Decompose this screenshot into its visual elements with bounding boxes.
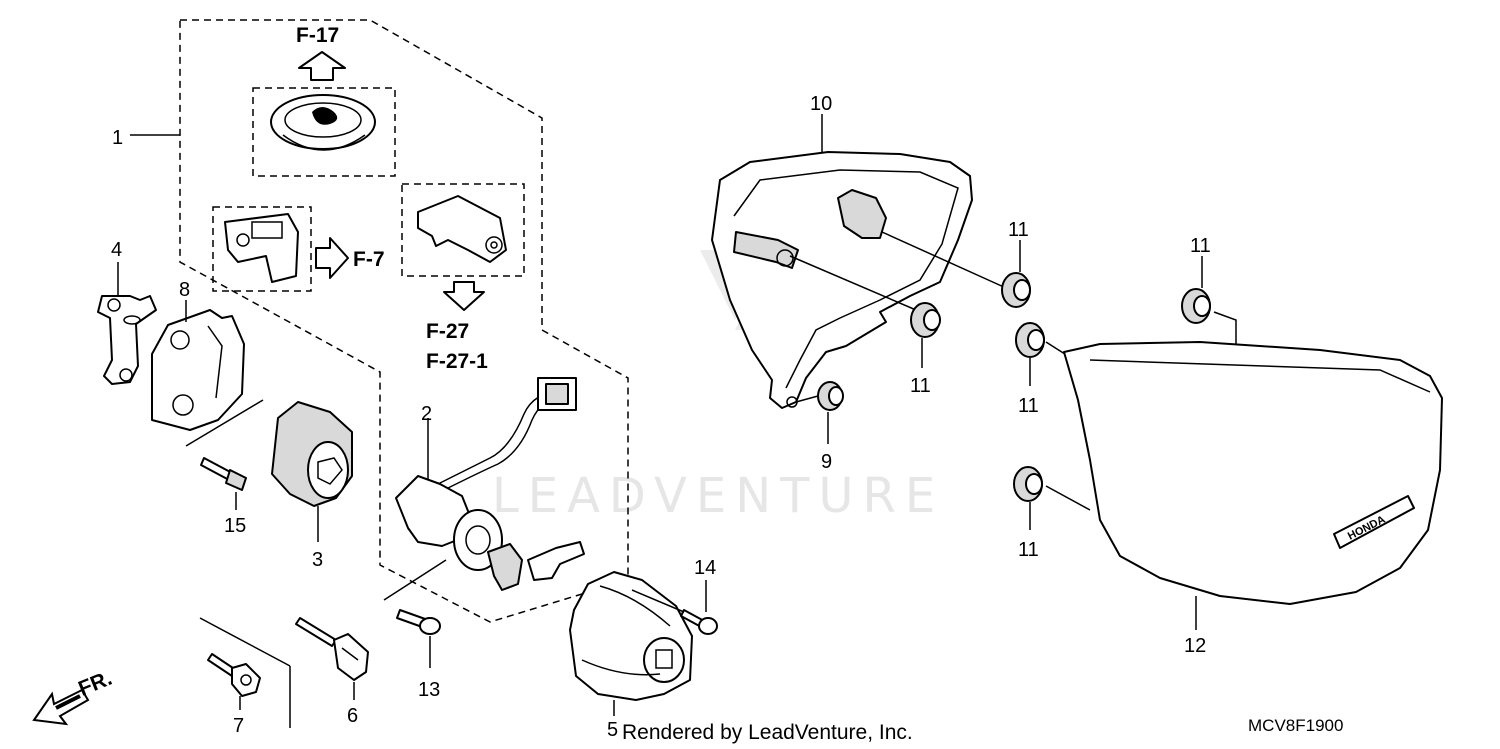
callout-14: 14 bbox=[694, 557, 716, 579]
part-4-bracket bbox=[97, 295, 157, 385]
callout-11-d: 11 bbox=[1190, 235, 1211, 257]
watermark-text: LEADVENTURE bbox=[492, 468, 944, 524]
callout-11-c: 11 bbox=[1018, 395, 1039, 417]
callout-11-b: 11 bbox=[1008, 219, 1029, 241]
ref-f17: F-17 bbox=[296, 24, 339, 47]
callout-9: 9 bbox=[821, 451, 832, 473]
callout-11-e: 11 bbox=[1018, 539, 1039, 561]
arrow-right-f7 bbox=[315, 237, 349, 279]
part-11-grommet-a bbox=[910, 302, 941, 338]
part-11-grommet-e bbox=[1013, 466, 1043, 502]
part-6-key bbox=[295, 617, 369, 681]
arrow-down-f27 bbox=[443, 281, 485, 311]
part-11-grommet-d bbox=[1181, 288, 1211, 324]
part-5-cover bbox=[569, 571, 693, 701]
callout-15: 15 bbox=[224, 515, 246, 537]
part-11-grommet-b bbox=[1001, 272, 1031, 308]
part-10-side-cover bbox=[711, 151, 973, 409]
front-direction-arrow bbox=[32, 688, 90, 726]
ref-f27: F-27 bbox=[426, 320, 469, 343]
callout-6: 6 bbox=[347, 705, 358, 727]
ref-f7: F-7 bbox=[353, 248, 385, 271]
callout-13: 13 bbox=[418, 679, 440, 701]
callout-11-a: 11 bbox=[910, 375, 931, 397]
ref-f27-1: F-27-1 bbox=[426, 350, 488, 373]
arrow-up-f17 bbox=[298, 51, 346, 81]
diagram-code: MCV8F1900 bbox=[1248, 716, 1343, 735]
part-2-switch bbox=[395, 377, 585, 591]
fuel-cap-inset bbox=[252, 87, 396, 177]
part-7-key bbox=[207, 653, 261, 697]
callout-1: 1 bbox=[112, 127, 123, 149]
seat-latch-inset bbox=[401, 183, 525, 277]
callout-8: 8 bbox=[179, 279, 190, 301]
part-3-lock-rotor bbox=[271, 401, 353, 507]
callout-2: 2 bbox=[421, 403, 432, 425]
part-12-side-cover: HONDA bbox=[1063, 341, 1443, 605]
part-9-grommet bbox=[817, 381, 844, 411]
part-11-grommet-c bbox=[1015, 322, 1045, 358]
part-14-bolt bbox=[680, 609, 718, 635]
callout-10: 10 bbox=[810, 93, 832, 115]
part-15-bolt bbox=[200, 457, 247, 491]
part-13-screw bbox=[396, 609, 441, 635]
callout-3: 3 bbox=[312, 549, 323, 571]
front-direction-label: FR. bbox=[75, 667, 115, 701]
callout-4: 4 bbox=[111, 239, 122, 261]
part-8-plate bbox=[151, 309, 245, 431]
callout-7: 7 bbox=[233, 715, 244, 737]
footer-credit: Rendered by LeadVenture, Inc. bbox=[622, 721, 913, 744]
switch-block-inset bbox=[212, 206, 312, 292]
callout-5: 5 bbox=[607, 719, 618, 741]
callout-12: 12 bbox=[1184, 635, 1206, 657]
